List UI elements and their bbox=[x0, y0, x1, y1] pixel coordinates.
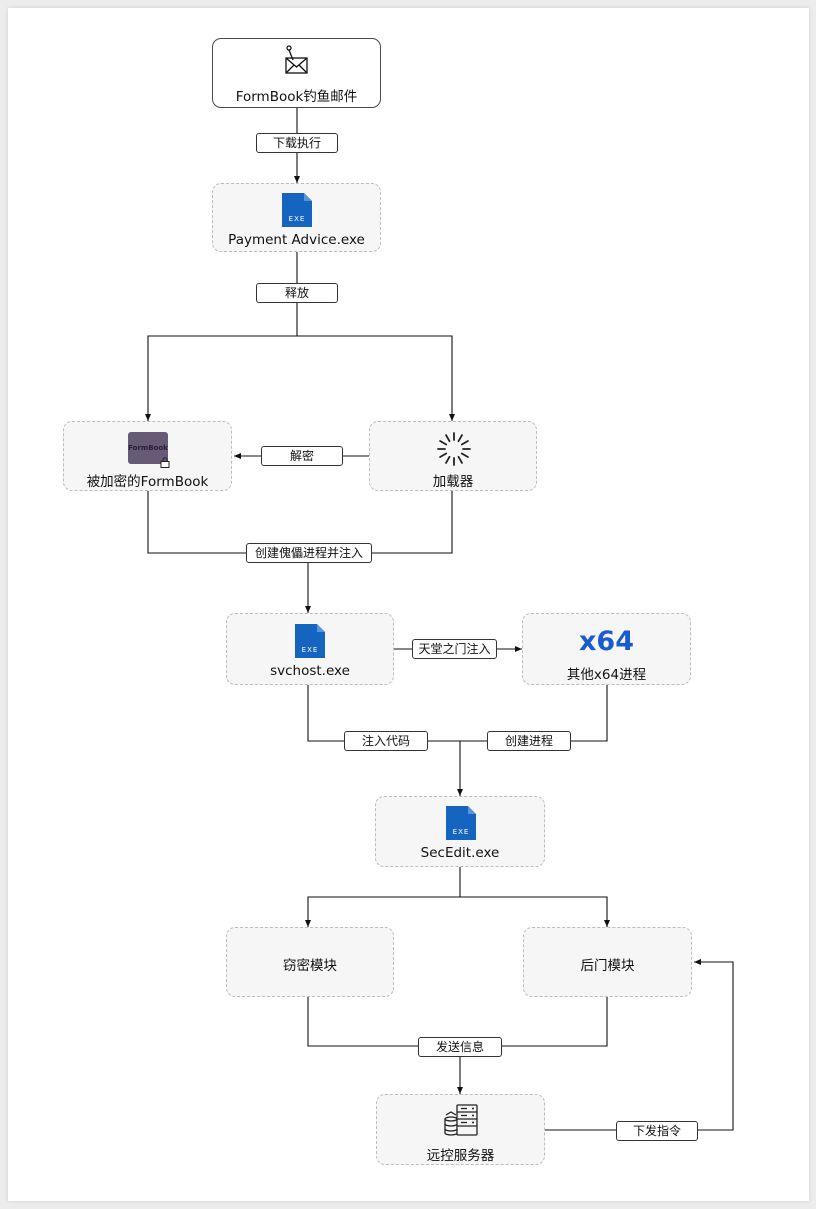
edge-send-left bbox=[307, 997, 460, 1047]
node-stealer-module[interactable]: 窃密模块 bbox=[226, 927, 394, 997]
node-label: 后门模块 bbox=[580, 958, 635, 974]
exe-file-icon: EXE bbox=[446, 806, 476, 840]
node-label: 其他x64进程 bbox=[566, 667, 647, 683]
formbook-logo-text: FormBook bbox=[128, 444, 168, 452]
node-x64-process[interactable]: x64 其他x64进程 bbox=[522, 613, 691, 685]
exe-file-icon: EXE bbox=[282, 193, 312, 227]
svg-text:EXE: EXE bbox=[289, 215, 306, 223]
node-loader[interactable]: 加载器 bbox=[369, 421, 537, 491]
svg-text:EXE: EXE bbox=[302, 646, 319, 654]
edge-to-stealer bbox=[305, 896, 460, 927]
edge-label-inject-code[interactable]: 注入代码 bbox=[344, 731, 428, 751]
edge-release-left bbox=[145, 335, 297, 421]
email-hook-icon bbox=[285, 45, 308, 74]
edge-label-download[interactable]: 下载执行 bbox=[256, 133, 338, 153]
server-icon bbox=[444, 1104, 478, 1136]
node-label: 窃密模块 bbox=[283, 958, 337, 974]
node-backdoor-module[interactable]: 后门模块 bbox=[523, 927, 692, 997]
node-payment-advice[interactable]: EXE Payment Advice.exe bbox=[212, 183, 381, 252]
node-label: svchost.exe bbox=[270, 663, 350, 679]
connector-layer bbox=[145, 108, 734, 1131]
node-svchost[interactable]: EXE svchost.exe bbox=[226, 613, 394, 685]
node-label: 被加密的FormBook bbox=[86, 474, 209, 490]
edge-label-heavens-gate[interactable]: 天堂之门注入 bbox=[412, 639, 497, 659]
node-label: FormBook钓鱼邮件 bbox=[235, 89, 358, 105]
edge-label-create-process[interactable]: 创建进程 bbox=[487, 731, 571, 751]
exe-file-icon: EXE bbox=[295, 624, 325, 658]
loader-spinner-icon bbox=[437, 432, 471, 466]
edge-to-backdoor bbox=[460, 896, 610, 927]
edge-label-inject-puppet[interactable]: 创建傀儡进程并注入 bbox=[246, 543, 372, 563]
diagram-canvas: FormBook钓鱼邮件 EXE Payment Advice.exe Form… bbox=[8, 8, 809, 1201]
edge-label-release[interactable]: 释放 bbox=[256, 283, 338, 303]
x64-logo: x64 bbox=[579, 626, 634, 657]
formbook-logo-icon: FormBook bbox=[128, 432, 168, 464]
node-label: 加载器 bbox=[432, 474, 474, 490]
node-label: Payment Advice.exe bbox=[228, 232, 365, 248]
node-c2-server[interactable]: 远控服务器 bbox=[376, 1094, 545, 1165]
node-secedit[interactable]: EXE SecEdit.exe bbox=[375, 796, 545, 867]
edge-label-command[interactable]: 下发指令 bbox=[616, 1121, 698, 1141]
lock-icon bbox=[160, 457, 170, 468]
edge-release-right bbox=[297, 335, 455, 421]
svg-text:EXE: EXE bbox=[453, 828, 470, 836]
node-phishing-email[interactable]: FormBook钓鱼邮件 bbox=[212, 38, 381, 108]
node-encrypted-formbook[interactable]: FormBook 被加密的FormBook bbox=[63, 421, 232, 491]
edge-send-right bbox=[460, 997, 608, 1047]
edge-label-send-info[interactable]: 发送信息 bbox=[418, 1037, 502, 1057]
node-label: SecEdit.exe bbox=[420, 845, 500, 861]
edge-label-decrypt[interactable]: 解密 bbox=[261, 446, 343, 466]
node-label: 远控服务器 bbox=[426, 1148, 495, 1164]
